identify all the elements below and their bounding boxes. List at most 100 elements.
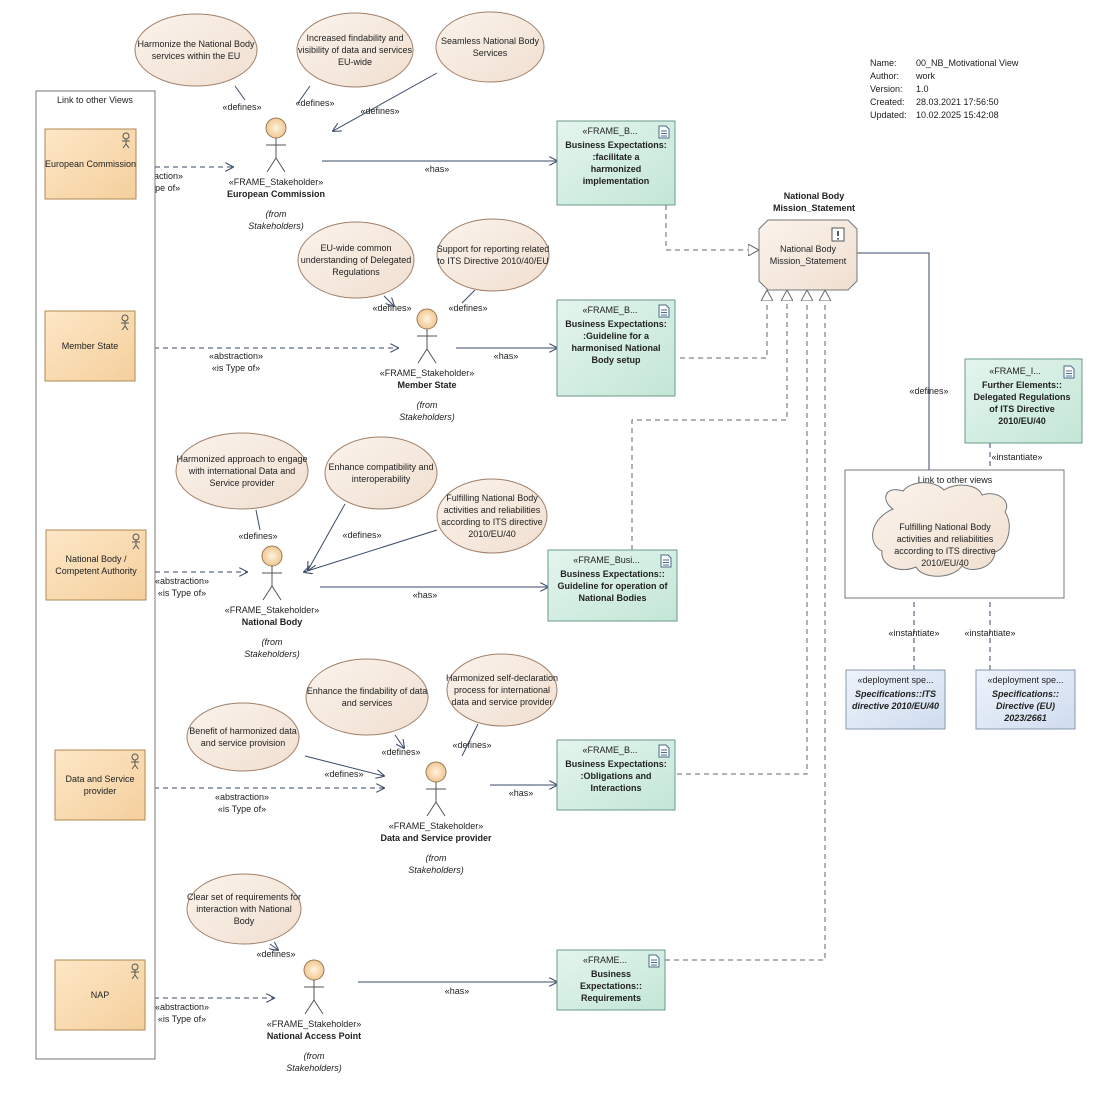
connector <box>631 290 787 550</box>
has-label: «has» <box>494 351 519 361</box>
further-label: 2010/EU/40 <box>998 416 1046 426</box>
goal-label: services within the EU <box>152 51 241 61</box>
actor-stereotype: «FRAME_Stakeholder» <box>229 177 324 187</box>
meta-version-label: Version: <box>870 84 903 94</box>
actor-from: (from <box>426 853 448 863</box>
instantiate-label: «instantiate» <box>991 452 1042 462</box>
actor-head <box>261 545 283 567</box>
goal-label: Regulations <box>332 267 380 277</box>
deployment-label: 2023/2661 <box>1003 713 1047 723</box>
actor-name: National Access Point <box>267 1031 361 1041</box>
defines-label: «defines» <box>360 106 399 116</box>
has-label: «has» <box>445 986 470 996</box>
cloud-label: according to ITS directive <box>894 546 996 556</box>
expectation-label: Business Expectations:: <box>560 569 665 579</box>
goal-label: Seamless National Body <box>441 36 540 46</box>
goal-label: interaction with National <box>196 904 292 914</box>
has-label: «has» <box>425 164 450 174</box>
cloud-label: 2010/EU/40 <box>921 558 969 568</box>
goal-label: EU-wide <box>338 57 372 67</box>
goal-label: and services <box>342 698 393 708</box>
further-label: Further Elements:: <box>982 380 1062 390</box>
defines-label: «defines» <box>381 747 420 757</box>
is-type-of-label: «is Type of» <box>158 588 206 598</box>
further-stereotype: «FRAME_I... <box>989 366 1041 376</box>
actor-icon <box>121 321 129 331</box>
actor-name: National Body <box>242 617 303 627</box>
cloud-label: Fulfilling National Body <box>899 522 991 532</box>
stakeholder-block <box>44 128 137 200</box>
abstraction-label: «abstraction» <box>209 351 263 361</box>
expectation-label: Requirements <box>581 993 641 1003</box>
connector <box>680 290 767 359</box>
actor-figure <box>304 980 324 1015</box>
has-label: «has» <box>413 590 438 600</box>
expectation-label: :Guideline for a <box>583 331 650 341</box>
abstraction-label: «abstraction» <box>155 1002 209 1012</box>
expectation-label: Business Expectations: <box>565 319 667 329</box>
is-type-of-label: «is Type of» <box>158 1014 206 1024</box>
expectation-stereotype: «FRAME_Busi... <box>573 555 640 565</box>
actor-name: European Commission <box>227 189 325 199</box>
meta-author-label: Author: <box>870 71 900 81</box>
expectation-label: harmonised National <box>571 343 660 353</box>
expectation-label: Business Expectations: <box>565 759 667 769</box>
meta-version: 1.0 <box>916 84 929 94</box>
connector-layer: «abstraction» «is Type of» «abstraction» «i… <box>129 72 1043 1024</box>
goal-label: Clear set of requirements for <box>187 892 301 902</box>
is-type-of-label: «is Type of» <box>132 183 180 193</box>
goal-label: Harmonize the National Body <box>137 39 255 49</box>
goal-label: and service provision <box>201 738 286 748</box>
actor-icon <box>132 540 140 550</box>
connector <box>297 85 311 104</box>
expectation-box <box>556 299 676 397</box>
actor-stereotype: «FRAME_Stakeholder» <box>380 368 475 378</box>
expectation-label: :facilitate a <box>592 152 640 162</box>
meta-created: 28.03.2021 17:56:50 <box>916 97 999 107</box>
actor-stereotype: «FRAME_Stakeholder» <box>225 605 320 615</box>
actor-from: (from <box>304 1051 326 1061</box>
actor-from: (from <box>266 209 288 219</box>
actor-from: Stakeholders) <box>248 221 304 231</box>
meta-name-label: Name: <box>870 58 897 68</box>
mission-title: National Body <box>784 191 845 201</box>
expectation-label: Interactions <box>590 783 641 793</box>
actor-from: Stakeholders) <box>399 412 455 422</box>
connector <box>270 944 278 950</box>
further-elements-box <box>964 358 1083 444</box>
defines-label: «defines» <box>452 740 491 750</box>
stakeholder-block-label: Member State <box>62 341 119 351</box>
further-label: of ITS Directive <box>989 404 1055 414</box>
goal-label: Services <box>473 48 508 58</box>
defines-label: «defines» <box>909 386 948 396</box>
cloud-label: activities and reliabilities <box>897 534 994 544</box>
actor-figure <box>417 329 437 364</box>
abstraction-label: «abstraction» <box>129 171 183 181</box>
mission-statement-label: National Body <box>780 244 837 254</box>
goal-ellipse <box>134 13 258 87</box>
expectation-label: National Bodies <box>578 593 646 603</box>
goal-ellipse <box>436 218 550 292</box>
defines-label: «defines» <box>342 530 381 540</box>
stakeholder-block-label: provider <box>84 786 117 796</box>
connector <box>394 734 404 748</box>
expectation-label: implementation <box>583 176 650 186</box>
connector <box>304 529 438 572</box>
goal-label: Service provider <box>209 478 274 488</box>
connector <box>665 290 825 961</box>
actor-from: Stakeholders) <box>286 1063 342 1073</box>
actor-figure <box>266 138 286 173</box>
abstraction-label: «abstraction» <box>155 576 209 586</box>
document-icon <box>658 125 670 139</box>
actor-from: (from <box>262 637 284 647</box>
meta-updated: 10.02.2025 15:42:08 <box>916 110 999 120</box>
expectation-box <box>556 739 676 811</box>
defines-label: «defines» <box>256 949 295 959</box>
defines-label: «defines» <box>222 102 261 112</box>
expectation-label: Guideline for operation of <box>558 581 669 591</box>
actor-figure <box>426 782 446 817</box>
expectation-label: Expectations:: <box>580 981 642 991</box>
connector <box>333 72 438 131</box>
